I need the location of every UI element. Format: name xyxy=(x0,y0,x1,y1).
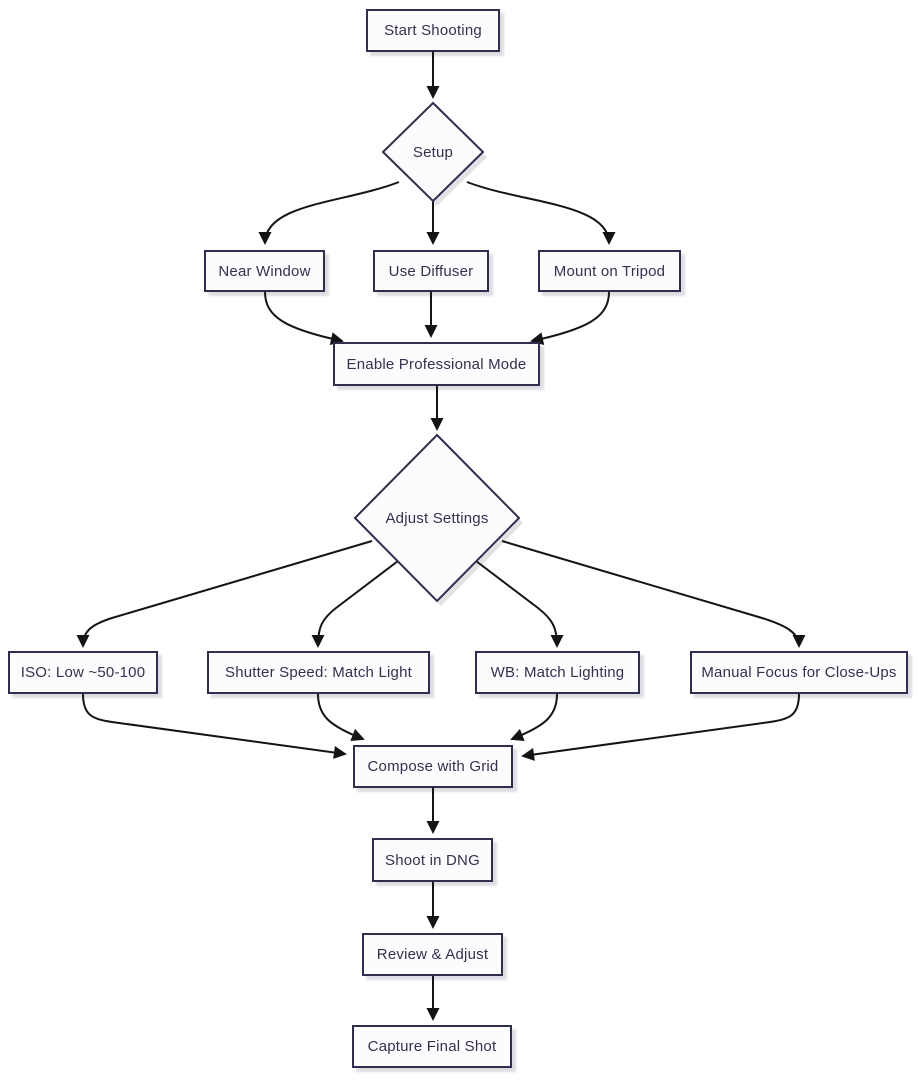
node-review-adjust: Review & Adjust xyxy=(362,933,503,976)
node-manual-focus-label: Manual Focus for Close-Ups xyxy=(701,664,897,681)
edge-near-window-enable-pro xyxy=(264,291,344,346)
edge-shutter-compose xyxy=(317,693,365,741)
node-start-shooting: Start Shooting xyxy=(366,9,500,52)
node-near-window-label: Near Window xyxy=(218,262,311,280)
node-use-diffuser: Use Diffuser xyxy=(373,250,489,292)
node-capture-final-shot-label: Capture Final Shot xyxy=(367,1038,497,1055)
node-manual-focus: Manual Focus for Close-Ups xyxy=(690,651,908,694)
node-wb-match-lighting: WB: Match Lighting xyxy=(475,651,640,694)
node-shoot-in-dng-label: Shoot in DNG xyxy=(385,851,480,869)
edge-adjust-iso xyxy=(76,540,373,648)
edge-setup-near-window xyxy=(258,181,400,245)
node-capture-final-shot: Capture Final Shot xyxy=(352,1025,512,1068)
setup-decision-shape xyxy=(381,101,487,206)
node-shutter-speed-label: Shutter Speed: Match Light xyxy=(225,664,412,681)
edge-wb-compose xyxy=(510,693,558,741)
node-review-adjust-label: Review & Adjust xyxy=(376,946,489,963)
node-iso-low: ISO: Low ~50-100 xyxy=(8,651,158,694)
edge-setup-mount-tripod xyxy=(466,181,616,245)
node-adjust-settings-decision: Adjust Settings xyxy=(357,498,517,538)
adjust-settings-decision-shape xyxy=(353,433,523,606)
edge-adjust-wb xyxy=(475,560,564,648)
node-start-shooting-label: Start Shooting xyxy=(384,22,482,39)
node-mount-on-tripod-label: Mount on Tripod xyxy=(553,262,666,280)
node-near-window: Near Window xyxy=(204,250,325,292)
node-wb-match-lighting-label: WB: Match Lighting xyxy=(490,664,625,681)
node-compose-with-grid-label: Compose with Grid xyxy=(367,758,499,775)
node-use-diffuser-label: Use Diffuser xyxy=(388,262,474,280)
node-shoot-in-dng: Shoot in DNG xyxy=(372,838,493,882)
node-adjust-settings-decision-label: Adjust Settings xyxy=(385,509,489,527)
edge-adjust-manual-focus xyxy=(501,540,806,648)
node-enable-professional-mode: Enable Professional Mode xyxy=(333,342,540,386)
node-enable-professional-mode-label: Enable Professional Mode xyxy=(346,355,527,373)
node-mount-on-tripod: Mount on Tripod xyxy=(538,250,681,292)
edge-iso-compose xyxy=(82,693,347,759)
edge-adjust-shutter xyxy=(311,560,399,648)
edge-mount-tripod-enable-pro xyxy=(530,291,610,346)
node-compose-with-grid: Compose with Grid xyxy=(353,745,513,788)
node-setup-decision: Setup xyxy=(383,132,483,172)
node-setup-decision-label: Setup xyxy=(412,143,454,161)
edge-manual-focus-compose xyxy=(521,693,800,761)
node-iso-low-label: ISO: Low ~50-100 xyxy=(20,664,146,681)
node-shutter-speed: Shutter Speed: Match Light xyxy=(207,651,430,694)
